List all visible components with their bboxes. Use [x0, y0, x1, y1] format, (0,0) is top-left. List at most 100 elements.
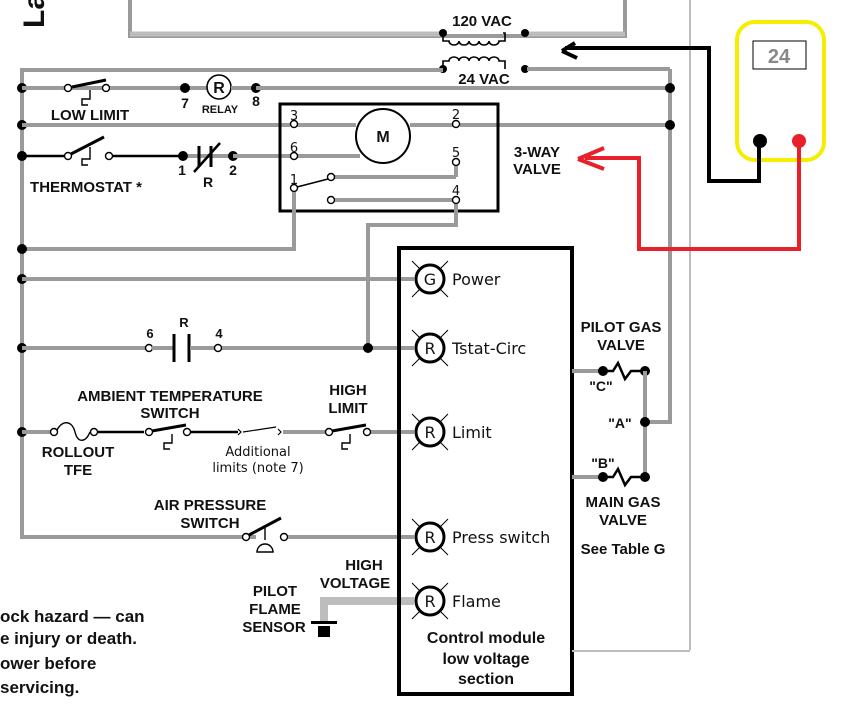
ambient-switch-label-1: AMBIENT TEMPERATURE: [77, 388, 263, 405]
warning-line-3: ower before: [0, 654, 96, 673]
black-probe-tip: [753, 134, 767, 148]
control-module-title-2: low voltage: [442, 651, 529, 668]
valve-terminal-2: 2: [452, 108, 460, 123]
valve-motor: [355, 108, 411, 164]
high-limit-label-2: LIMIT: [328, 400, 367, 417]
control-module-box: [397, 246, 574, 696]
three-way-valve-label-1: 3-WAY: [514, 144, 560, 161]
multimeter-outline: [735, 20, 826, 162]
led-indicator-flame: R Flame: [411, 582, 501, 620]
valve-terminal-3: 3: [290, 109, 298, 124]
valve-terminal-5: 5: [452, 146, 460, 161]
right-rail: [645, 69, 672, 424]
control-module-title-1: Control module: [427, 630, 545, 647]
relay-label: RELAY: [202, 104, 239, 116]
rollout-fuse: [49, 422, 99, 441]
left-rail: [20, 70, 256, 539]
nc-contact-symbol: R: [203, 174, 213, 190]
pilot-flame-label-1: PILOT: [253, 583, 297, 600]
control-module-title-3: section: [458, 671, 514, 688]
led-symbol: R: [424, 592, 435, 611]
no-contact-symbol: R: [179, 315, 189, 330]
transformer-primary-label: 120 VAC: [452, 13, 512, 30]
red-probe-tip: [792, 134, 806, 148]
rollout-label-2: TFE: [64, 462, 92, 479]
valve-terminal-1: 1: [290, 173, 298, 188]
relay-coil-symbol: R: [213, 80, 225, 97]
led-symbol: R: [424, 339, 435, 358]
three-way-valve-box: [278, 102, 500, 213]
air-pressure-switch: [241, 516, 289, 553]
red-probe-lead: [585, 141, 801, 251]
no-terminal-6: 6: [146, 326, 153, 341]
air-pressure-label-1: AIR PRESSURE: [154, 497, 267, 514]
relay-terminal-7: 7: [181, 95, 189, 111]
led-indicator-power: G Power: [411, 260, 501, 298]
transformer-secondary-label: 24 VAC: [458, 71, 510, 88]
black-lead-arrow-icon: [560, 41, 578, 60]
pilot-gas-valve-label-1: PILOT GAS: [581, 319, 662, 336]
air-pressure-label-2: SWITCH: [180, 515, 239, 532]
low-limit-switch: [22, 78, 183, 106]
thermostat-switch: [22, 135, 182, 166]
see-table-g-note: See Table G: [581, 541, 666, 558]
transformer: 120 VAC 24 VAC: [439, 13, 529, 88]
warning-line-4: servicing.: [0, 678, 79, 697]
thermostat-label: THERMOSTAT *: [30, 179, 142, 196]
main-gas-valve-label-1: MAIN GAS: [586, 494, 661, 511]
high-voltage-label-2: VOLTAGE: [320, 575, 390, 592]
led-label: Flame: [452, 592, 501, 611]
high-voltage-label-1: HIGH: [345, 557, 383, 574]
led-symbol: G: [424, 270, 436, 289]
additional-limits-switch: [237, 426, 282, 436]
red-lead-arrow-icon: [577, 146, 605, 171]
warning-line-1: ock hazard — can: [0, 607, 145, 626]
three-way-valve-label-2: VALVE: [513, 161, 561, 178]
pilot-flame-label-3: SENSOR: [242, 619, 306, 636]
multimeter-reading: 24: [768, 46, 791, 68]
led-indicator-tstat-circ: R Tstat-Circ: [411, 329, 526, 367]
led-indicator-limit: R Limit: [411, 413, 492, 451]
led-label: Tstat-Circ: [451, 339, 526, 358]
relay-terminal-8: 8: [252, 93, 260, 109]
black-probe-lead: [565, 46, 761, 183]
nc-terminal-1: 1: [178, 162, 186, 178]
led-label: Press switch: [452, 528, 550, 547]
led-label: Power: [452, 270, 501, 289]
valve-terminal-6: 6: [290, 141, 298, 156]
top-enclosure-line: [128, 0, 627, 38]
nc-terminal-2: 2: [229, 162, 237, 178]
valve-motor-symbol: M: [376, 129, 389, 146]
additional-limits-label-2: limits (note 7): [212, 461, 303, 476]
led-symbol: R: [424, 423, 435, 442]
main-gas-valve-label-2: VALVE: [599, 512, 647, 529]
terminal-a-label: "A": [608, 415, 631, 431]
edge-title-fragment: La: [18, 0, 51, 28]
high-limit-label-1: HIGH: [329, 382, 367, 399]
led-indicator-press-switch: R Press switch: [411, 518, 550, 556]
warning-line-2: e injury or death.: [0, 629, 137, 648]
no-terminal-4: 4: [215, 326, 223, 341]
wire-valve-1-to-rail: [22, 192, 296, 251]
high-voltage-lead: [320, 597, 414, 622]
low-limit-label: LOW LIMIT: [51, 107, 129, 124]
additional-limits-label-1: Additional: [225, 445, 290, 460]
terminal-b-label: "B": [591, 455, 614, 471]
ground-symbol: [311, 621, 337, 637]
terminal-c-label: "C": [589, 378, 612, 394]
main-gas-valve-coil: [598, 466, 650, 488]
led-label: Limit: [452, 423, 492, 442]
relay-contact-no: [144, 334, 223, 362]
wire-valve-4-to-tstat: [366, 204, 458, 348]
high-limit-switch: [324, 423, 372, 450]
ambient-temperature-switch: [144, 423, 192, 450]
relay-contact-nc: [188, 142, 233, 173]
pilot-gas-valve-coil: [598, 360, 650, 382]
valve-terminal-4: 4: [452, 184, 460, 199]
pilot-flame-label-2: FLAME: [249, 601, 301, 618]
ambient-switch-label-2: SWITCH: [140, 405, 199, 422]
rollout-label-1: ROLLOUT: [42, 444, 115, 461]
multimeter-display: [752, 40, 807, 70]
led-symbol: R: [424, 528, 435, 547]
